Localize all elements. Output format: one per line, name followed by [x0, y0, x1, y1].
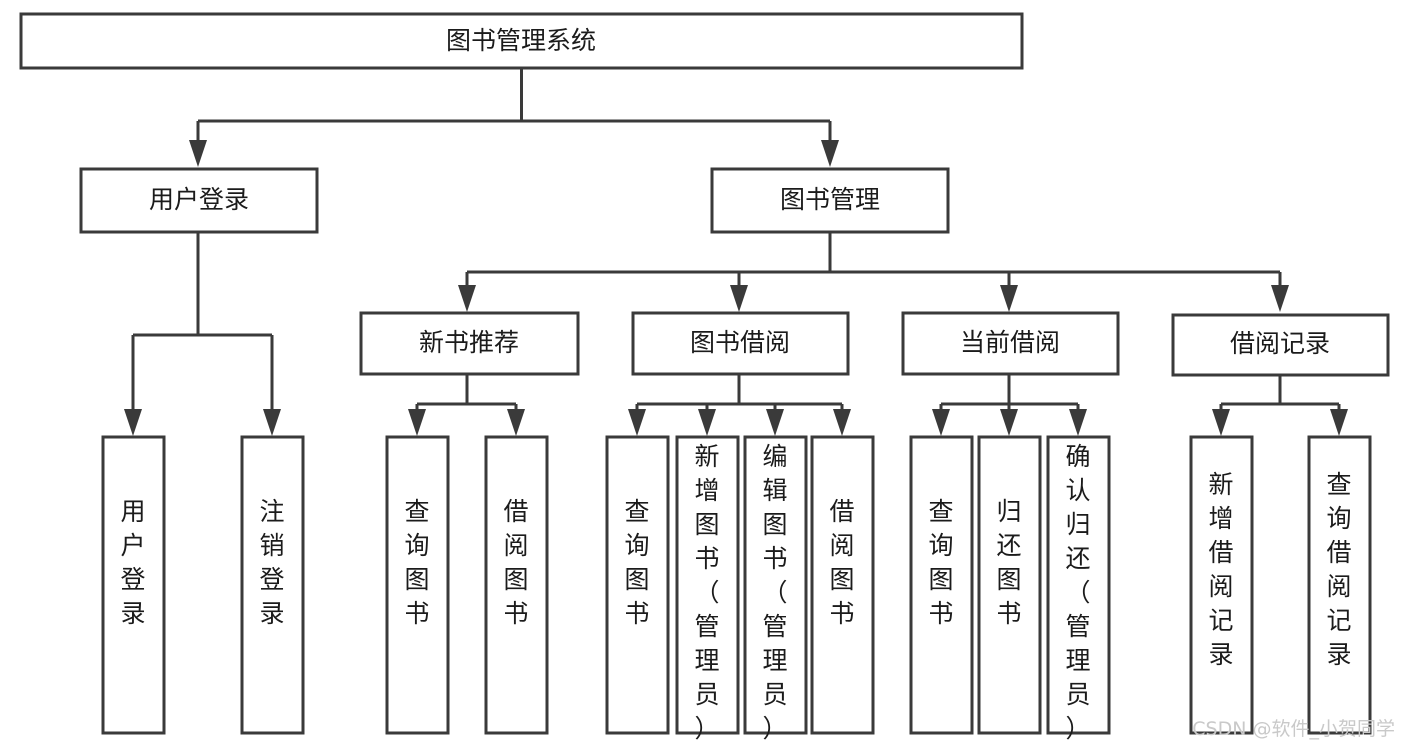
node-leaf-borrow-book-1[interactable]: 借阅图书 — [484, 435, 549, 735]
node-leaf-query-book-1-label: 查询图书 — [404, 497, 429, 628]
node-current-borrow[interactable]: 当前借阅 — [901, 311, 1120, 376]
node-new-book-recommend[interactable]: 新书推荐 — [359, 311, 580, 376]
node-leaf-edit-book-box[interactable] — [743, 435, 808, 735]
arrowhead-leaf-add-record — [1212, 409, 1230, 436]
node-leaf-add-book-label: 新增图书（管理员） — [694, 442, 719, 743]
arrowhead-borrow-record — [1271, 285, 1289, 312]
node-leaf-query-record-box[interactable] — [1307, 435, 1372, 735]
arrowhead-leaf-return-book — [1000, 409, 1018, 436]
node-leaf-confirm-return-label: 确认归还（管理员） — [1065, 442, 1090, 743]
node-user-login[interactable]: 用户登录 — [79, 167, 319, 234]
arrowhead-current-borrow — [1000, 285, 1018, 312]
node-leaf-edit-book[interactable]: 编辑图书（管理员） — [743, 435, 808, 743]
node-leaf-borrow-book-1-box[interactable] — [484, 435, 549, 735]
node-leaf-confirm-return-box[interactable] — [1046, 435, 1111, 735]
arrowhead-leaf-query-book-2 — [628, 409, 646, 436]
node-leaf-query-book-2-label: 查询图书 — [624, 497, 649, 628]
arrowhead-leaf-confirm-return — [1069, 409, 1087, 436]
node-book-manage-label: 图书管理 — [780, 185, 880, 214]
node-leaf-query-book-3-label: 查询图书 — [928, 497, 953, 628]
node-leaf-query-book-3[interactable]: 查询图书 — [909, 435, 974, 735]
node-current-borrow-label: 当前借阅 — [960, 328, 1060, 357]
node-leaf-return-book-box[interactable] — [977, 435, 1042, 735]
arrowhead-leaf-user-logout — [263, 409, 281, 436]
node-user-login-label: 用户登录 — [149, 185, 249, 214]
csdn-watermark: CSDN @软件_小贺同学 — [1192, 718, 1395, 740]
node-leaf-user-logout-label: 注销登录 — [259, 497, 284, 628]
node-leaf-query-book-3-box[interactable] — [909, 435, 974, 735]
node-leaf-user-logout[interactable]: 注销登录 — [240, 435, 305, 735]
node-leaf-add-book-box[interactable] — [675, 435, 740, 735]
node-root-label: 图书管理系统 — [446, 26, 596, 55]
node-leaf-user-login-label: 用户登录 — [120, 497, 145, 628]
node-leaf-query-book-1-box[interactable] — [385, 435, 450, 735]
node-user-login-box[interactable] — [79, 167, 319, 234]
node-root-box[interactable] — [19, 12, 1024, 70]
node-leaf-edit-book-label: 编辑图书（管理员） — [762, 442, 787, 743]
arrowhead-leaf-user-login — [124, 409, 142, 436]
node-leaf-add-book[interactable]: 新增图书（管理员） — [675, 435, 740, 743]
arrowhead-new-book-recommend — [458, 285, 476, 312]
node-new-book-recommend-label: 新书推荐 — [419, 328, 519, 357]
node-leaf-user-logout-box[interactable] — [240, 435, 305, 735]
node-leaf-user-login[interactable]: 用户登录 — [101, 435, 166, 735]
node-leaf-return-book[interactable]: 归还图书 — [977, 435, 1042, 735]
node-leaf-return-book-label: 归还图书 — [996, 497, 1021, 628]
arrowhead-leaf-query-book-1 — [408, 409, 426, 436]
node-leaf-query-record-label: 查询借阅记录 — [1326, 470, 1351, 669]
arrowhead-leaf-borrow-book-2 — [833, 409, 851, 436]
node-leaf-query-book-1[interactable]: 查询图书 — [385, 435, 450, 735]
arrowhead-leaf-query-record — [1330, 409, 1348, 436]
node-borrow-record[interactable]: 借阅记录 — [1171, 313, 1390, 377]
arrowhead-to-user-login — [189, 140, 207, 167]
node-leaf-add-record[interactable]: 新增借阅记录 — [1189, 435, 1254, 735]
node-leaf-query-book-2-box[interactable] — [605, 435, 670, 735]
node-current-borrow-box[interactable] — [901, 311, 1120, 376]
node-leaf-query-book-2[interactable]: 查询图书 — [605, 435, 670, 735]
node-borrow-record-box[interactable] — [1171, 313, 1390, 377]
node-book-manage-box[interactable] — [710, 167, 950, 234]
node-leaf-borrow-book-2[interactable]: 借阅图书 — [810, 435, 875, 735]
node-leaf-user-login-box[interactable] — [101, 435, 166, 735]
node-new-book-recommend-box[interactable] — [359, 311, 580, 376]
arrowhead-leaf-edit-book — [766, 409, 784, 436]
arrowhead-to-book-manage — [821, 140, 839, 167]
arrowhead-book-borrow — [730, 285, 748, 312]
node-leaf-borrow-book-1-label: 借阅图书 — [503, 497, 528, 628]
node-leaf-borrow-book-2-box[interactable] — [810, 435, 875, 735]
node-book-borrow-label: 图书借阅 — [690, 328, 790, 357]
node-leaf-add-record-box[interactable] — [1189, 435, 1254, 735]
node-leaf-add-record-label: 新增借阅记录 — [1208, 470, 1233, 669]
node-borrow-record-label: 借阅记录 — [1230, 329, 1330, 358]
node-leaf-query-record[interactable]: 查询借阅记录 — [1307, 435, 1372, 735]
node-book-borrow[interactable]: 图书借阅 — [631, 311, 850, 376]
arrowhead-leaf-query-book-3 — [932, 409, 950, 436]
arrowhead-leaf-add-book — [698, 409, 716, 436]
node-root[interactable]: 图书管理系统 — [19, 12, 1024, 70]
node-book-borrow-box[interactable] — [631, 311, 850, 376]
node-leaf-borrow-book-2-label: 借阅图书 — [829, 497, 854, 628]
arrowhead-leaf-borrow-book-1 — [507, 409, 525, 436]
node-leaf-confirm-return[interactable]: 确认归还（管理员） — [1046, 435, 1111, 743]
node-book-manage[interactable]: 图书管理 — [710, 167, 950, 234]
edge-layer — [124, 68, 1348, 436]
